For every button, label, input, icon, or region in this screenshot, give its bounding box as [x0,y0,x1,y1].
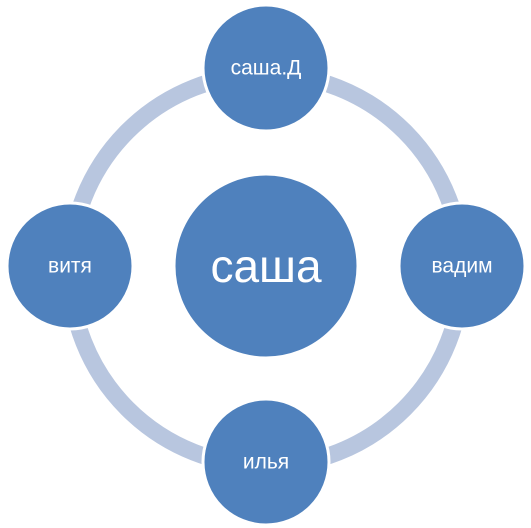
node-right-label: вадим [431,255,492,278]
node-left-circle [5,201,135,331]
node-bottom-label: илья [243,451,289,474]
center-node-label: саша [210,240,321,292]
center-node: саша [172,172,360,360]
node-top-circle [201,3,331,133]
node-left-label: витя [48,255,92,278]
node-bottom: илья [201,397,331,527]
center-node-circle [172,172,360,360]
node-top: саша.Д [201,3,331,133]
node-right: вадим [397,201,527,331]
node-right-circle [397,201,527,331]
node-top-label: саша.Д [231,57,302,80]
node-bottom-circle [201,397,331,527]
node-left: витя [5,201,135,331]
